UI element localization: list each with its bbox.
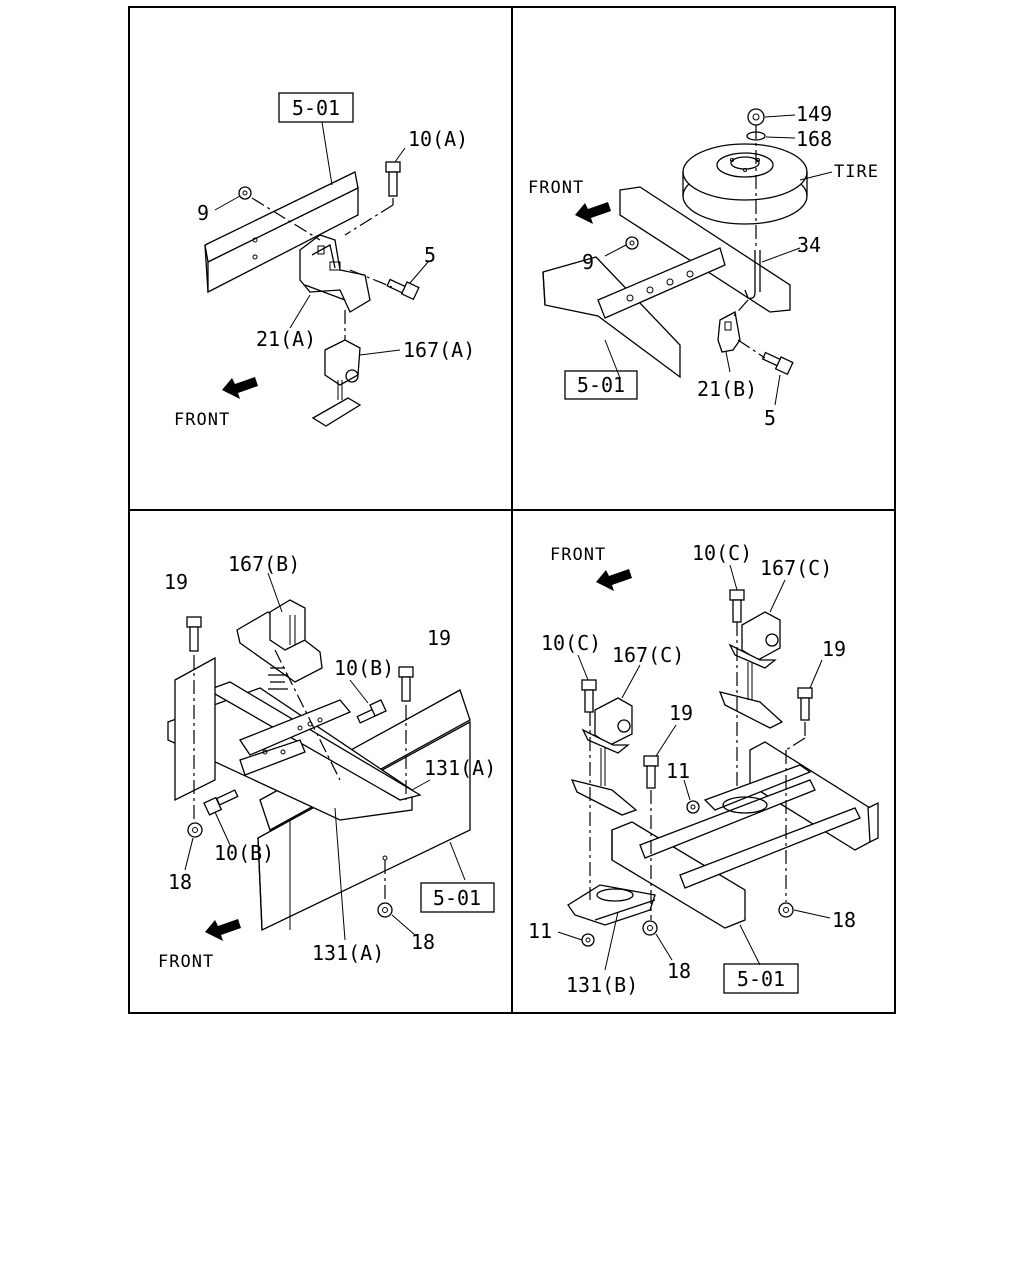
bolt-10b: [203, 789, 239, 816]
front-label: FRONT: [550, 545, 606, 565]
bolt-10c: [729, 589, 745, 623]
callout-label: 149: [796, 102, 832, 126]
frame-rail: [204, 171, 359, 294]
callout-label: 5: [764, 406, 776, 430]
callout-label: TIRE: [834, 162, 879, 182]
bolt-5: [761, 351, 794, 376]
front-arrow: [222, 377, 258, 399]
ref-box-5-01: 5-01: [420, 882, 495, 913]
j-bolt-34: [744, 250, 761, 300]
callout-label: 10(C): [692, 541, 752, 565]
nut-9: [238, 186, 252, 200]
callout-label: 18: [411, 930, 435, 954]
bolt-10c: [581, 679, 597, 713]
mount-167a: [311, 339, 362, 427]
bolt-10b: [356, 699, 387, 724]
callout-label: 9: [582, 250, 594, 274]
bolt-19: [643, 755, 659, 789]
callout-label: 167(C): [760, 556, 832, 580]
ref-box-5-01: 5-01: [278, 92, 354, 123]
callout-label: 19: [427, 626, 451, 650]
mount-167c: [718, 611, 784, 729]
callout-label: 131(A): [312, 941, 384, 965]
nut-18: [778, 902, 794, 918]
callout-label: 21(B): [697, 377, 757, 401]
callout-label: 131(A): [424, 756, 496, 780]
bracket-131a: [167, 681, 422, 821]
front-label: FRONT: [174, 410, 230, 430]
bolt-19: [398, 666, 414, 702]
bolt-5: [386, 278, 420, 301]
mount-167c: [570, 697, 638, 816]
callout-label: 167(B): [228, 552, 300, 576]
nut-11: [581, 933, 595, 947]
callout-label: 10(C): [541, 631, 601, 655]
front-label: FRONT: [528, 178, 584, 198]
bracket-21b: [717, 311, 741, 353]
panel-top-right: 149 168 TIRE 9 34 21(B) 5 FRONT 5-01: [528, 102, 879, 430]
diagram-frame: [128, 6, 896, 1014]
callout-label: 131(B): [566, 973, 638, 997]
callout-label: 19: [822, 637, 846, 661]
callout-label: 9: [197, 201, 209, 225]
callout-label: 10(B): [214, 841, 274, 865]
callout-label: 167(C): [612, 643, 684, 667]
bracket-131b: [567, 884, 656, 926]
bolt-19: [186, 616, 202, 652]
ref-label: 5-01: [737, 967, 785, 991]
nut-18: [377, 902, 393, 918]
ref-box-5-01: 5-01: [564, 370, 638, 400]
callout-label: 5: [424, 243, 436, 267]
callout-label: 19: [164, 570, 188, 594]
callout-label: 19: [669, 701, 693, 725]
callout-label: 18: [667, 959, 691, 983]
callout-label: 18: [168, 870, 192, 894]
callout-label: 10(A): [408, 127, 468, 151]
panel-bottom-right: FRONT 10(C) 167(C) 10(C) 167(C) 19 19 11…: [528, 541, 879, 997]
nut-11: [686, 800, 700, 814]
ref-label: 5-01: [292, 96, 340, 120]
bolt-10a: [385, 161, 401, 197]
front-arrow: [575, 202, 611, 224]
panel-bottom-left: 167(B) 19 19 10(B) 131(A) 10(B) 18 131(A…: [158, 552, 496, 972]
chassis-frame: [542, 186, 791, 379]
callout-label: 167(A): [403, 338, 475, 362]
callout-label: 34: [797, 233, 821, 257]
callout-label: 18: [832, 908, 856, 932]
nut-9: [625, 236, 639, 250]
callout-label: 11: [666, 759, 690, 783]
nut-18: [187, 822, 203, 838]
callout-label: 168: [796, 127, 832, 151]
ref-label: 5-01: [433, 886, 481, 910]
nut-149: [747, 108, 765, 126]
callout-label: 21(A): [256, 327, 316, 351]
mount-167b: [236, 599, 323, 690]
ref-label: 5-01: [577, 373, 625, 397]
front-arrow: [596, 569, 632, 591]
ref-box-5-01: 5-01: [723, 963, 799, 994]
chassis-frame: [611, 741, 879, 929]
nut-18: [642, 920, 658, 936]
callout-label: 11: [528, 919, 552, 943]
spare-tire: [682, 143, 808, 225]
bolt-19: [797, 687, 813, 721]
callout-label: 10(B): [334, 656, 394, 680]
front-arrow: [205, 919, 241, 941]
bracket-21a: [299, 234, 371, 313]
front-label: FRONT: [158, 952, 214, 972]
panel-top-left: 5-01 10(A) 9 5 21(A) 167(A) FRONT: [174, 92, 475, 430]
